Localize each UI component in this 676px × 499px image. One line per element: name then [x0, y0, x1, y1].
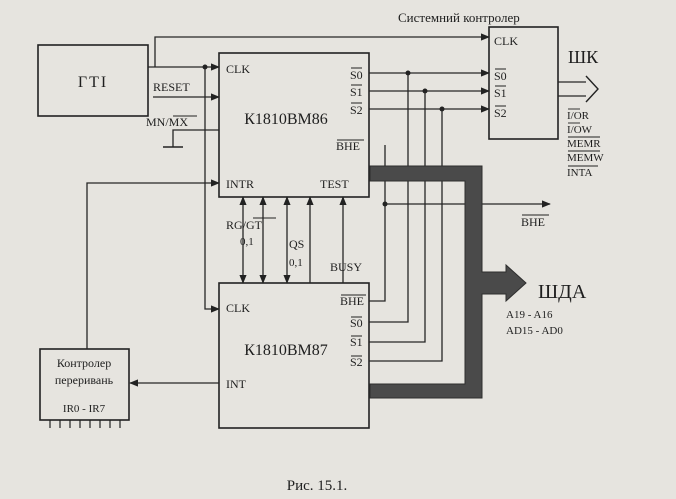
cpu-clk-pin: CLK [226, 62, 250, 76]
irq-title-line2: переривань [55, 373, 114, 387]
control-bus-label: ШК [568, 47, 599, 67]
cpu-block: CLK К1810ВМ86 S0 S1 S2 BHE INTR TEST [218, 52, 370, 198]
gti-label: ГТІ [78, 74, 108, 91]
fpu-s2-pin: S2 [350, 355, 363, 369]
qs-num-label: 0,1 [289, 257, 303, 269]
irq-title-line1: Контролер [57, 356, 111, 370]
sys-clk-pin: CLK [494, 34, 518, 48]
busy-label: BUSY [330, 260, 362, 274]
control-bus: ШК I/OR I/OW MEMR MEMW INTA [558, 47, 604, 179]
figure-caption: Рис. 15.1. [287, 478, 348, 494]
data-bus-line-1: AD15 - AD0 [506, 325, 563, 337]
reset-signal: RESET [153, 80, 220, 101]
data-address-bus: ШДА A19 - A16 AD15 - AD0 [369, 165, 587, 399]
cpu-name: К1810ВМ86 [244, 111, 328, 128]
irq-inputs-label: IR0 - IR7 [63, 403, 106, 415]
control-line-3: MEMW [567, 152, 604, 164]
control-line-4: INTA [567, 167, 592, 179]
mnmx-signal: MN/MX [146, 115, 219, 148]
rqgt-num-label: 0,1 [240, 236, 254, 248]
sys-s0-pin: S0 [494, 69, 507, 83]
status-wires [369, 69, 490, 362]
irq-input-pins [49, 420, 121, 428]
data-bus-label: ШДА [538, 281, 587, 303]
fpu-bhe-pin: BHE [340, 294, 364, 308]
cpu-bhe-pin: BHE [336, 139, 360, 153]
coprocessor-link-wires: RG/GT 0,1 QS 0,1 BUSY [226, 196, 362, 284]
fpu-s0-pin: S0 [350, 316, 363, 330]
control-line-2: MEMR [567, 138, 601, 150]
sys-controller-title: Системний контролер [398, 10, 520, 25]
sys-s1-pin: S1 [494, 86, 507, 100]
control-line-1: I/OW [567, 124, 593, 136]
bhe-output-label: BHE [521, 215, 545, 229]
cpu-overbars [337, 67, 364, 141]
gti-block: ГТІ [37, 44, 149, 117]
sys-controller-block: Системний контролер CLK S0 S1 S2 [398, 10, 559, 140]
fpu-clk-pin: CLK [226, 301, 250, 315]
reset-label: RESET [153, 80, 190, 94]
cpu-s0-pin: S0 [350, 68, 363, 82]
sys-overbars [495, 68, 506, 107]
cpu-s2-pin: S2 [350, 103, 363, 117]
sys-s2-pin: S2 [494, 106, 507, 120]
clock-wires [148, 33, 490, 313]
rqgt-label: RG/GT [226, 218, 263, 232]
mnmx-label: MN/MX [146, 115, 188, 129]
interrupt-wires [86, 179, 220, 387]
cpu-s1-pin: S1 [350, 85, 363, 99]
control-line-0: I/OR [567, 110, 590, 122]
fpu-int-pin: INT [226, 377, 247, 391]
fpu-overbars [341, 294, 366, 357]
fpu-s1-pin: S1 [350, 335, 363, 349]
irq-controller-block: Контролер переривань IR0 - IR7 [39, 348, 130, 428]
qs-label: QS [289, 237, 304, 251]
cpu-test-pin: TEST [320, 177, 349, 191]
cpu-intr-pin: INTR [226, 177, 254, 191]
fpu-name: К1810ВМ87 [244, 342, 328, 359]
fpu-block: CLK К1810ВМ87 INT BHE S0 S1 S2 [218, 282, 370, 429]
data-bus-line-0: A19 - A16 [506, 309, 553, 321]
